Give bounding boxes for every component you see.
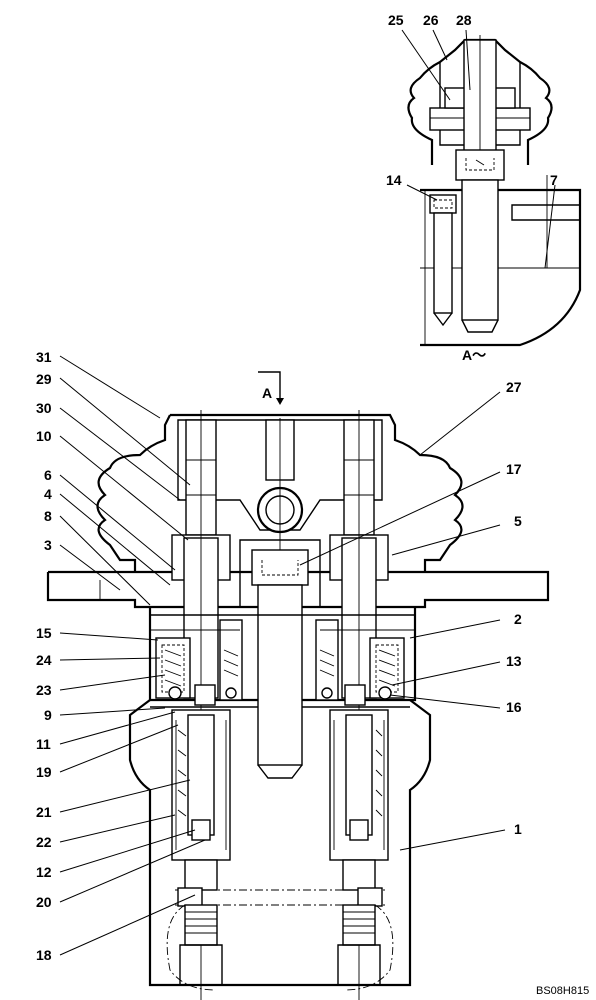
callout-12: 12: [36, 864, 52, 880]
leader-lines: [59, 29, 556, 956]
callout-19: 19: [36, 764, 52, 780]
callout-21: 21: [36, 804, 52, 820]
callout-24: 24: [36, 652, 52, 668]
callout-13: 13: [506, 653, 522, 669]
callout-11: 11: [36, 736, 51, 752]
callout-6: 6: [44, 467, 52, 483]
callout-5: 5: [514, 513, 522, 529]
callout-3: 3: [44, 537, 52, 553]
callout-18: 18: [36, 947, 52, 963]
callout-15: 15: [36, 625, 52, 641]
detail-view-label: A～: [462, 347, 486, 363]
callout-26: 26: [423, 12, 439, 28]
callout-9: 9: [44, 707, 52, 723]
callout-14: 14: [386, 172, 402, 188]
callout-28: 28: [456, 12, 472, 28]
callout-29: 29: [36, 371, 52, 387]
callout-23: 23: [36, 682, 52, 698]
detail-view-a: [407, 35, 582, 347]
callout-17: 17: [506, 461, 522, 477]
main-section-view: [46, 371, 550, 1000]
callout-7: 7: [550, 172, 558, 188]
view-arrow-label: A: [262, 385, 272, 401]
callout-1: 1: [514, 821, 522, 837]
callout-27: 27: [506, 379, 522, 395]
callout-2: 2: [514, 611, 522, 627]
callout-8: 8: [44, 508, 52, 524]
callout-4: 4: [44, 486, 52, 502]
callout-10: 10: [36, 428, 52, 444]
callout-30: 30: [36, 400, 52, 416]
callout-25: 25: [388, 12, 404, 28]
callout-16: 16: [506, 699, 522, 715]
drawing-code: BS08H815: [536, 985, 589, 997]
callout-20: 20: [36, 894, 52, 910]
callout-22: 22: [36, 834, 52, 850]
callout-labels: 25 26 28 14 7 A～ A 31 29 30 10 6 4 8 3 1…: [36, 12, 589, 997]
callout-31: 31: [36, 349, 52, 365]
